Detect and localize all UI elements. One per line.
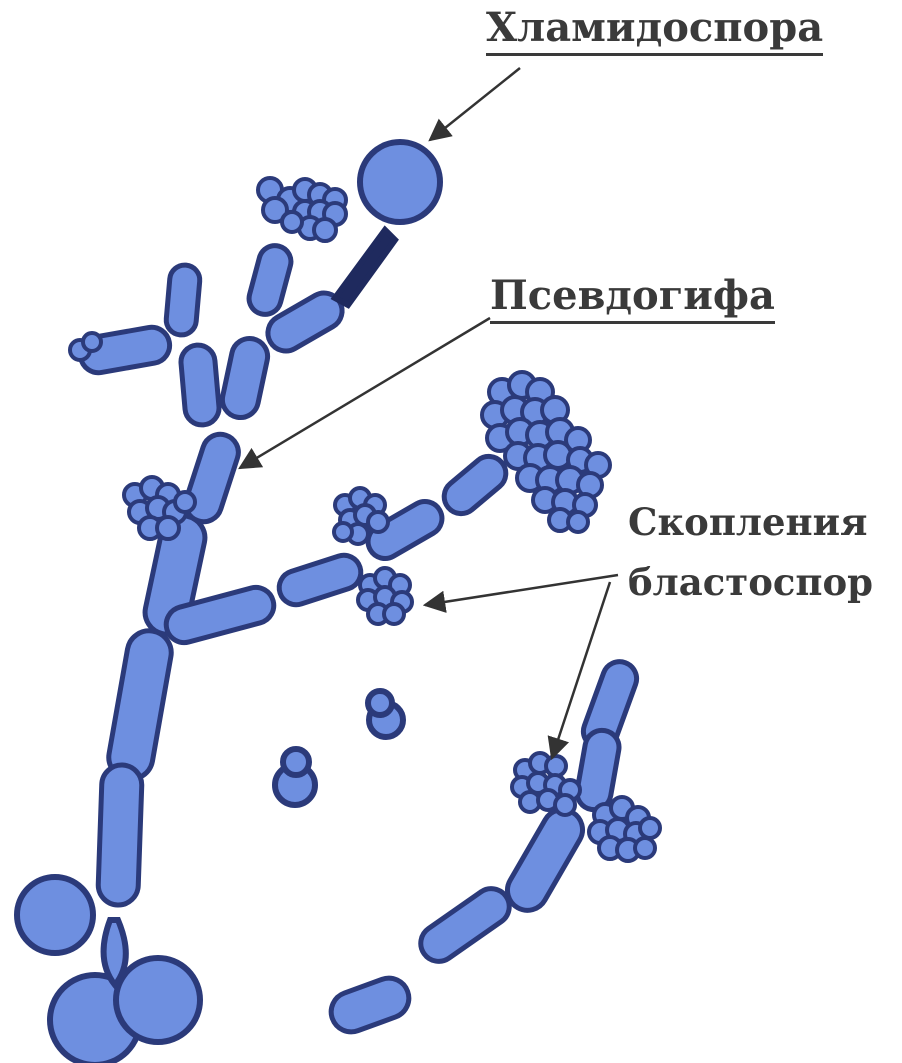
pointer-arrow bbox=[430, 68, 520, 140]
blastospore-cluster bbox=[258, 178, 346, 241]
blastospore-cluster bbox=[589, 797, 660, 861]
chlamydospore bbox=[116, 958, 200, 1042]
label-blastospore-clusters-line1: Скопления bbox=[628, 500, 867, 544]
hypha-cell bbox=[180, 344, 221, 427]
chlamydospore bbox=[17, 877, 93, 953]
budding-cell bbox=[368, 691, 392, 715]
hypha-cell bbox=[219, 335, 271, 421]
label-pseudohypha: Псевдогифа bbox=[490, 272, 775, 324]
budding-cell bbox=[283, 749, 309, 775]
blastospore-cluster bbox=[482, 372, 610, 532]
hypha-cell bbox=[437, 449, 512, 520]
hypha-cell bbox=[500, 802, 590, 917]
hypha-cell bbox=[98, 764, 143, 905]
hypha-cell bbox=[414, 882, 517, 969]
blastospore-cluster bbox=[358, 568, 412, 624]
label-blastospore-clusters-line2: бластоспор bbox=[628, 560, 873, 604]
hypha-cell bbox=[326, 973, 415, 1038]
pointer-arrow bbox=[425, 575, 618, 605]
chlamydospore-stalk bbox=[335, 230, 395, 305]
hypha-cell bbox=[245, 242, 294, 318]
chlamydospore-stalk bbox=[104, 920, 126, 985]
pseudohypha-cells bbox=[78, 242, 642, 1037]
label-chlamydospore: Хламидоспора bbox=[486, 4, 823, 56]
hypha-cell bbox=[105, 627, 174, 782]
hypha-cell bbox=[165, 264, 201, 336]
hypha-cell bbox=[275, 551, 365, 609]
chlamydospore bbox=[360, 142, 440, 222]
blastospore-cluster bbox=[512, 753, 580, 815]
